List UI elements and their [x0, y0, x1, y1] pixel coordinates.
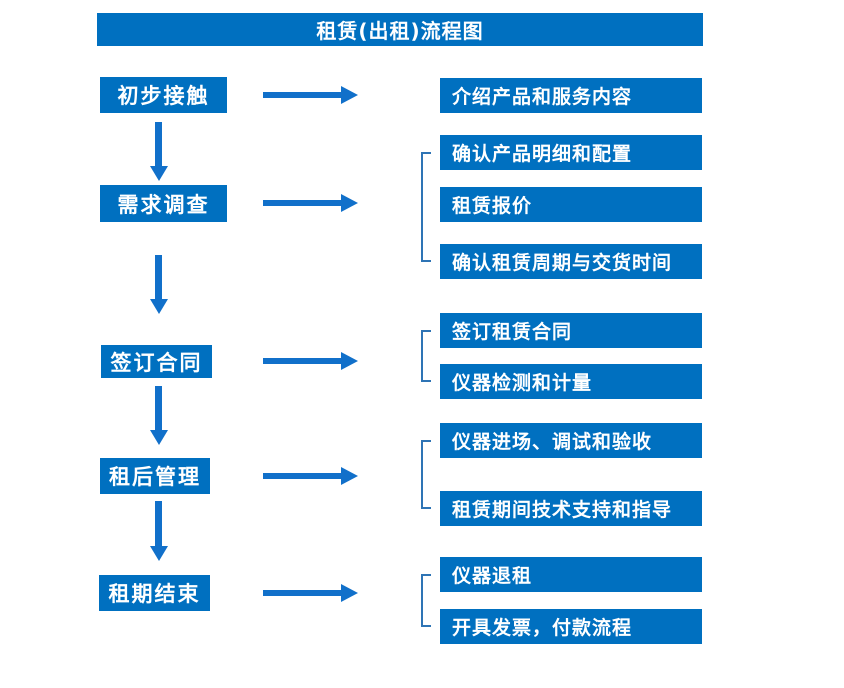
detail-box-instrument-testing-metering: 仪器检测和计量	[440, 364, 702, 399]
right-arrow-demand-survey	[263, 200, 341, 206]
stage-box-demand-survey: 需求调查	[100, 185, 227, 222]
flowchart-title: 租赁(出租)流程图	[97, 13, 703, 46]
group-bracket-post-rental-management	[421, 440, 431, 509]
detail-box-instrument-entry-commissioning: 仪器进场、调试和验收	[440, 423, 702, 458]
down-arrow-2	[155, 255, 162, 299]
group-bracket-demand-survey	[421, 152, 431, 262]
detail-box-confirm-product-details-config: 确认产品明细和配置	[440, 135, 702, 170]
right-arrow-sign-contract	[263, 358, 341, 364]
detail-box-introduce-products-services: 介绍产品和服务内容	[440, 78, 702, 113]
down-arrow-1	[155, 122, 162, 166]
stage-box-post-rental-management: 租后管理	[100, 458, 210, 494]
group-bracket-sign-contract	[421, 330, 431, 382]
stage-box-initial-contact: 初步接触	[100, 77, 227, 113]
stage-box-rental-end: 租期结束	[99, 575, 210, 611]
detail-box-rental-quotation: 租赁报价	[440, 187, 702, 222]
detail-box-sign-rental-contract: 签订租赁合同	[440, 313, 702, 348]
detail-box-tech-support-guidance: 租赁期间技术支持和指导	[440, 491, 702, 526]
group-bracket-rental-end	[421, 574, 431, 627]
right-arrow-rental-end	[263, 590, 341, 596]
right-arrow-initial-contact	[263, 92, 341, 98]
down-arrow-3	[155, 386, 162, 430]
right-arrow-post-rental-management	[263, 473, 341, 479]
detail-box-instrument-return: 仪器退租	[440, 557, 702, 592]
stage-box-sign-contract: 签订合同	[101, 345, 212, 378]
down-arrow-4	[155, 501, 162, 546]
detail-box-invoice-payment-process: 开具发票，付款流程	[440, 609, 702, 644]
detail-box-confirm-rental-period-delivery: 确认租赁周期与交货时间	[440, 244, 702, 279]
